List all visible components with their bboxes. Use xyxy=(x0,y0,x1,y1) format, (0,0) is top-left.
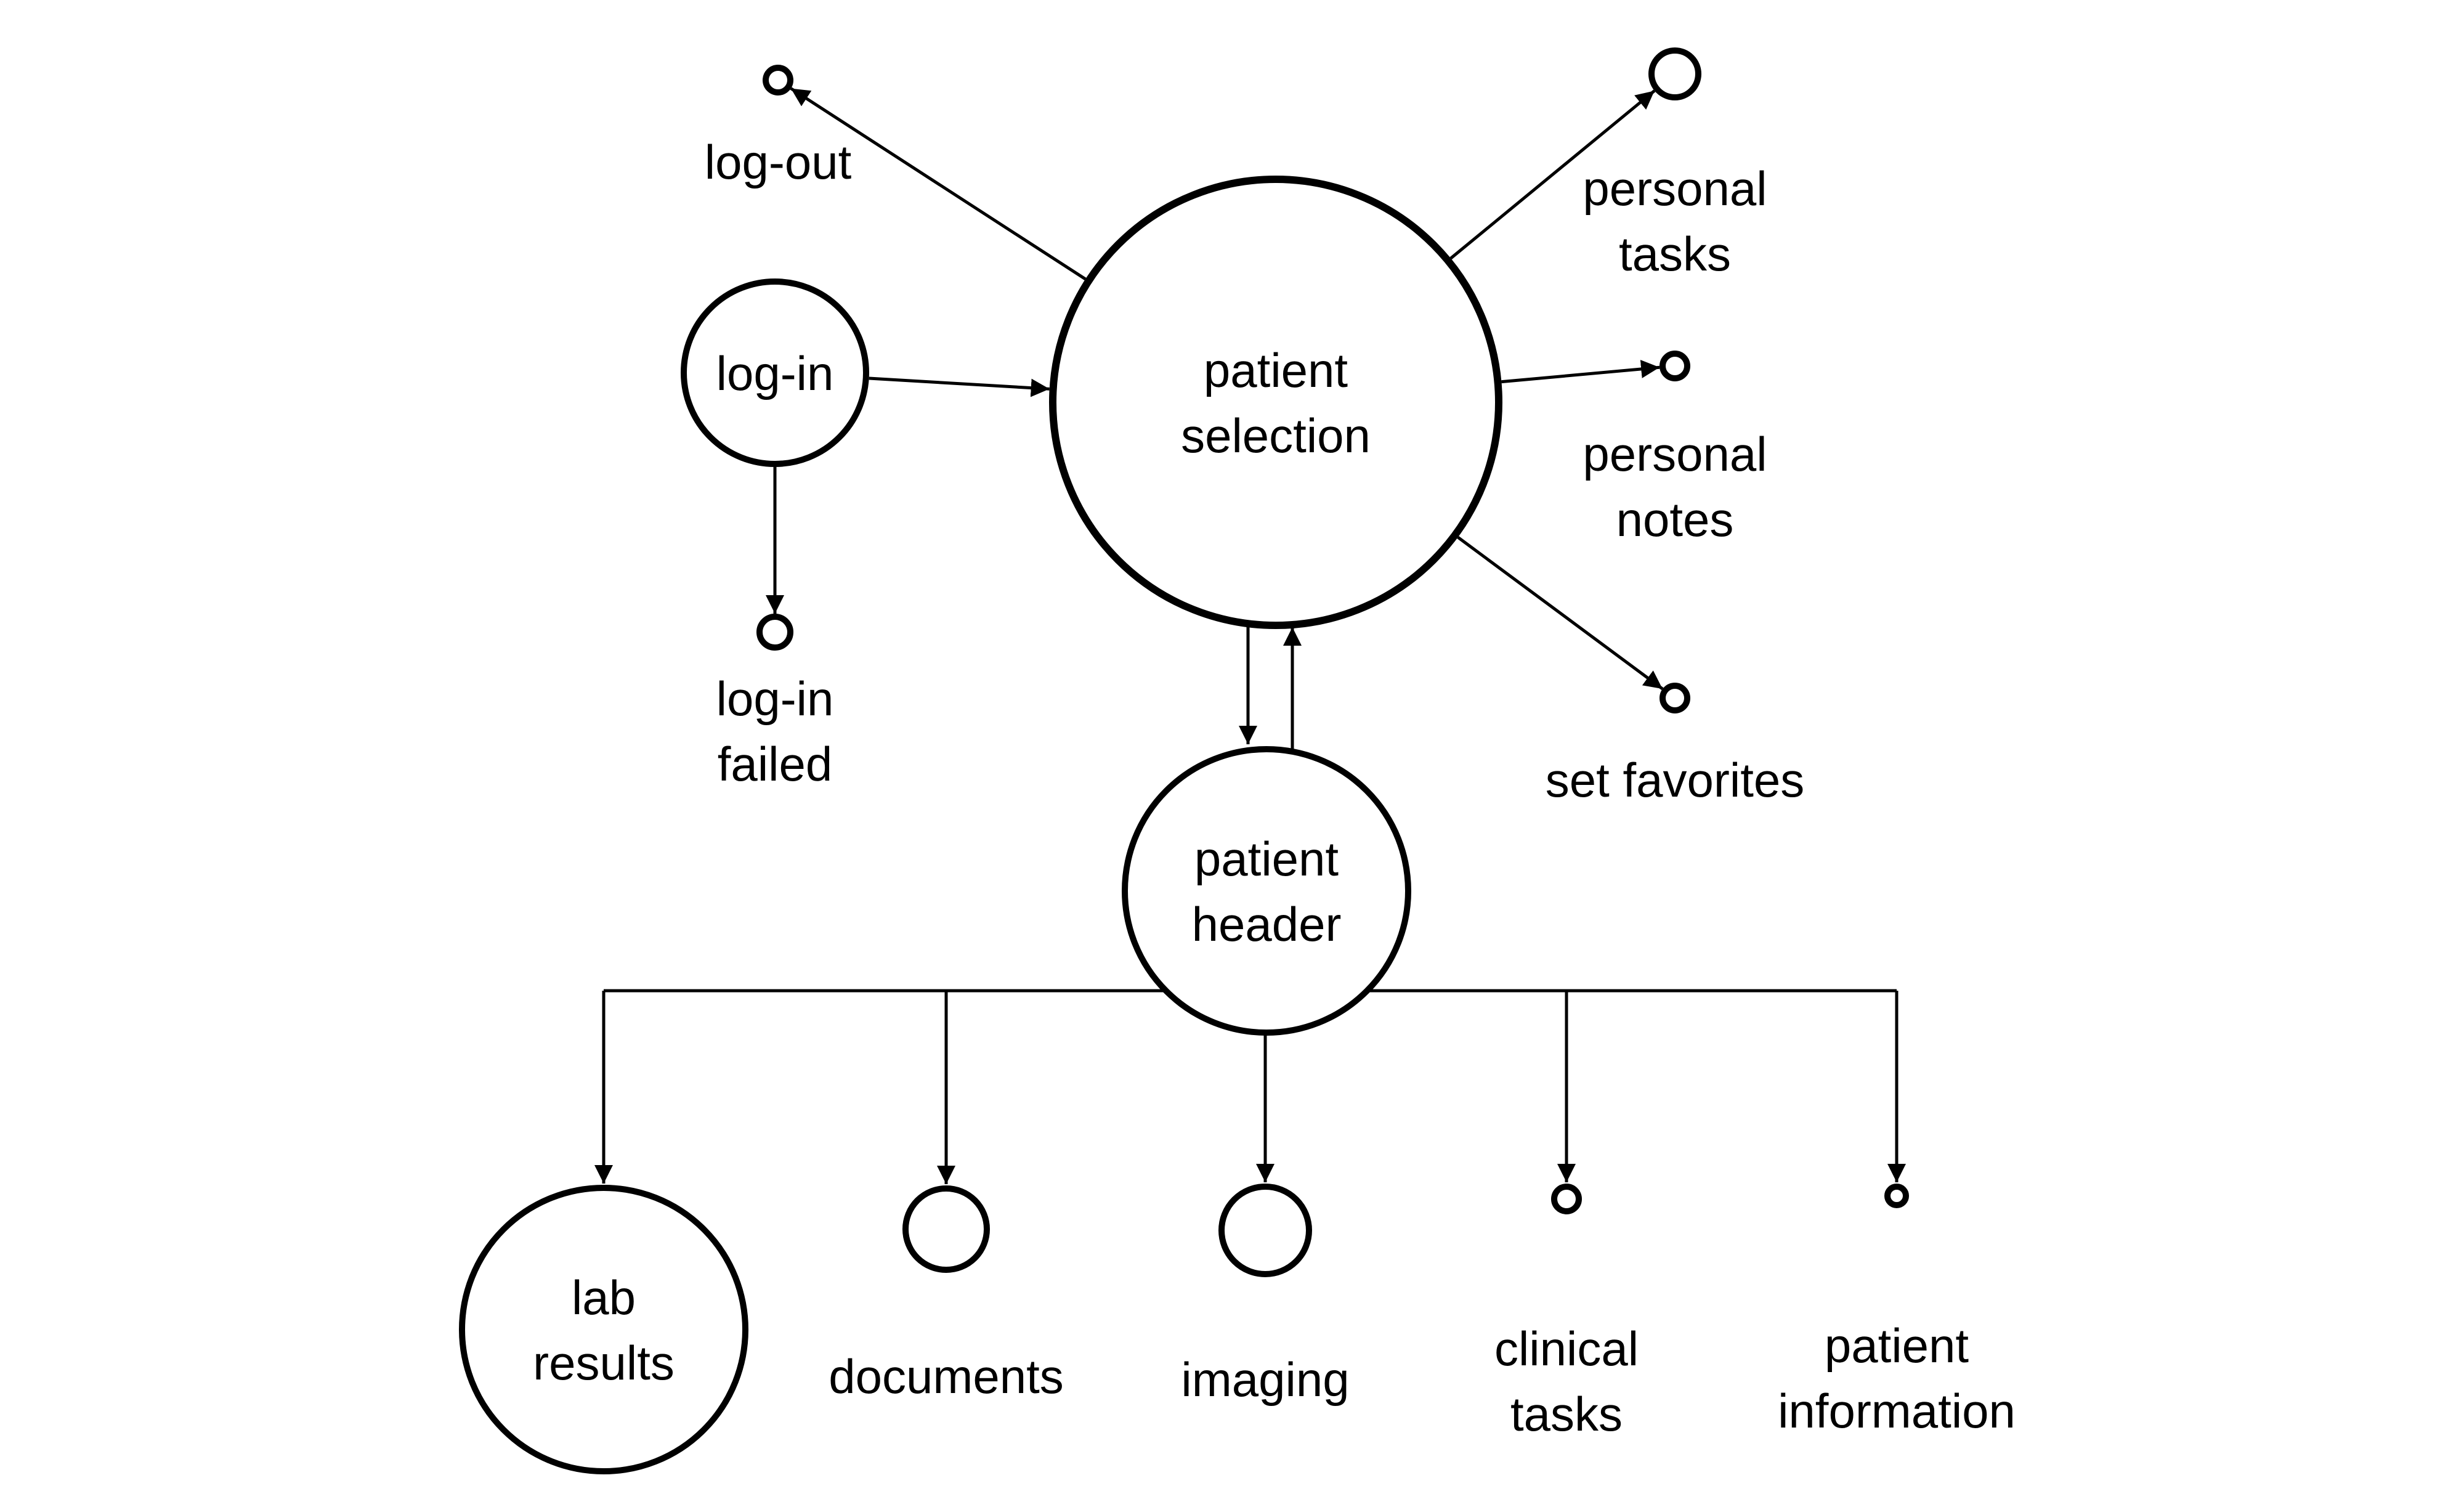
node-log-in-failed: log-in failed xyxy=(716,614,834,791)
node-circle-personal-tasks xyxy=(1648,47,1701,100)
node-circle-clinical-tasks xyxy=(1551,1184,1582,1214)
node-label-patient-information: information xyxy=(1778,1384,2016,1438)
node-circle-log-in xyxy=(681,278,869,467)
node-circle-lab-results xyxy=(459,1185,748,1474)
node-personal-notes: personal notes xyxy=(1583,351,1767,546)
node-patient-information: patient information xyxy=(1778,1184,2016,1438)
edge-patient-selection-to-personal-notes xyxy=(1501,360,1660,384)
node-label-patient-information: patient xyxy=(1825,1318,1969,1373)
node-lab-results: lab results xyxy=(459,1185,748,1474)
node-label-log-out: log-out xyxy=(705,135,852,189)
node-label-patient-selection: selection xyxy=(1181,408,1371,463)
node-imaging: imaging xyxy=(1181,1184,1350,1407)
node-circle-personal-notes xyxy=(1660,351,1690,381)
node-circle-log-out xyxy=(763,65,793,95)
nodes: patient selection log-in log-out log-in faile… xyxy=(459,47,2016,1474)
node-label-documents: documents xyxy=(829,1349,1064,1404)
node-documents: documents xyxy=(829,1185,1064,1404)
node-circle-imaging xyxy=(1218,1184,1312,1277)
node-label-patient-header: patient xyxy=(1194,832,1339,886)
node-label-set-favorites: set favorites xyxy=(1546,753,1805,807)
node-circle-log-in-failed xyxy=(756,614,793,651)
node-label-lab-results: lab xyxy=(572,1270,636,1325)
node-label-log-in-failed: failed xyxy=(718,737,832,791)
edge-patient-selection-to-set-favorites xyxy=(1457,536,1664,691)
node-log-out: log-out xyxy=(705,65,852,189)
edge-log-in-to-patient-selection xyxy=(869,376,1050,397)
node-label-personal-tasks: tasks xyxy=(1619,227,1731,281)
node-patient-header: patient header xyxy=(1122,746,1411,1036)
node-personal-tasks: personal tasks xyxy=(1583,47,1767,281)
node-log-in: log-in xyxy=(681,278,869,467)
node-label-personal-notes: personal xyxy=(1583,427,1767,481)
node-circle-set-favorites xyxy=(1660,683,1690,713)
node-label-clinical-tasks: tasks xyxy=(1510,1387,1623,1441)
node-label-lab-results: results xyxy=(533,1336,675,1390)
node-label-personal-notes: notes xyxy=(1616,492,1734,546)
edge-patient-selection-to-personal-tasks xyxy=(1449,89,1656,260)
node-circle-patient-information xyxy=(1884,1184,1909,1208)
node-circle-patient-header xyxy=(1122,746,1411,1036)
node-patient-selection: patient selection xyxy=(1049,176,1502,629)
node-label-log-in-failed: log-in xyxy=(716,672,834,726)
edge-patient-selection-to-log-out xyxy=(790,87,1087,281)
node-clinical-tasks: clinical tasks xyxy=(1494,1184,1639,1441)
node-set-favorites: set favorites xyxy=(1546,683,1805,807)
node-label-patient-selection: patient xyxy=(1204,343,1348,397)
node-circle-documents xyxy=(902,1185,990,1273)
node-label-patient-header: header xyxy=(1192,897,1342,951)
node-circle-patient-selection xyxy=(1049,176,1502,629)
node-label-clinical-tasks: clinical xyxy=(1494,1322,1639,1376)
node-label-personal-tasks: personal xyxy=(1583,161,1767,216)
node-label-log-in: log-in xyxy=(716,346,834,400)
node-label-imaging: imaging xyxy=(1181,1352,1349,1407)
